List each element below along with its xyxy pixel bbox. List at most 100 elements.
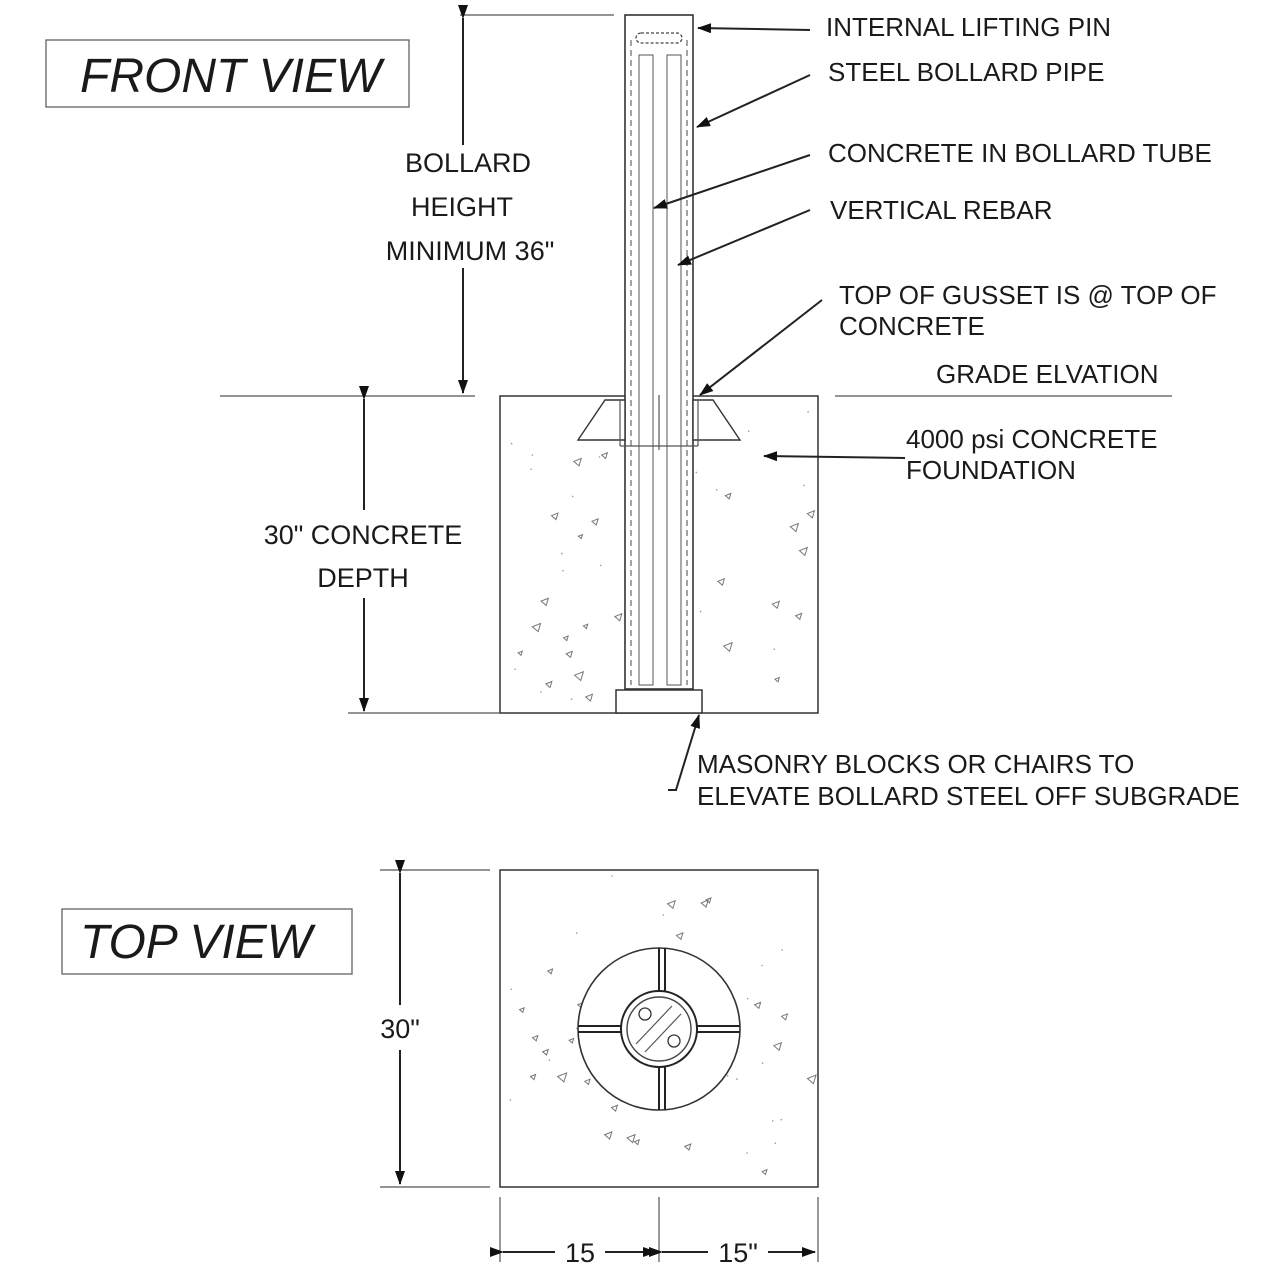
aggregate-speck	[571, 495, 574, 498]
aggregate-speck	[726, 1075, 729, 1077]
callout-bollard-pipe: STEEL BOLLARD PIPE	[828, 57, 1104, 87]
leader-masonry	[668, 714, 700, 791]
callout-vertical-rebar: VERTICAL REBAR	[830, 195, 1053, 225]
aggregate-mark	[544, 680, 553, 689]
aggregate-mark	[546, 968, 554, 975]
aggregate-speck	[530, 468, 532, 471]
aggregate-mark	[761, 1168, 768, 1176]
aggregate-mark	[675, 932, 684, 941]
bollard-height-label-3: MINIMUM 36"	[386, 236, 555, 266]
aggregate-mark	[600, 451, 609, 460]
aggregate-mark	[753, 1001, 762, 1010]
aggregate-mark	[582, 623, 589, 630]
aggregate-speck	[611, 875, 613, 877]
aggregate-speck	[747, 430, 750, 432]
aggregate-mark	[613, 612, 623, 622]
aggregate-speck	[774, 1142, 777, 1144]
aggregate-speck	[781, 949, 783, 951]
aggregate-speck	[715, 488, 718, 491]
aggregate-mark	[562, 635, 569, 642]
callout-gusset-1: TOP OF GUSSET IS @ TOP OF	[839, 280, 1217, 310]
aggregate-speck	[598, 456, 601, 458]
aggregate-mark	[565, 650, 574, 659]
top-side-dimension	[380, 860, 490, 1188]
gusset-plate	[576, 399, 742, 447]
aggregate-mark	[626, 1133, 636, 1144]
aggregate-mark	[531, 1034, 539, 1042]
aggregate-speck	[761, 1062, 764, 1064]
aggregate-mark	[610, 1104, 619, 1113]
aggregate-mark	[590, 517, 599, 526]
masonry-block	[615, 689, 703, 714]
aggregate-speck	[575, 932, 578, 934]
aggregate-mark	[556, 1072, 568, 1083]
aggregate-mark	[683, 1143, 692, 1151]
top-half-dimensions	[490, 1197, 819, 1262]
aggregate-mark	[780, 1013, 789, 1021]
aggregate-mark	[722, 641, 733, 653]
aggregate-mark	[517, 650, 524, 657]
aggregate-speck	[803, 484, 805, 487]
aggregate-speck	[695, 471, 698, 474]
aggregate-mark	[577, 533, 584, 540]
leader-gusset	[699, 299, 823, 396]
aggregate-speck	[599, 564, 602, 567]
aggregate-speck	[570, 698, 573, 700]
aggregate-mark	[573, 670, 585, 682]
aggregate-speck	[807, 410, 809, 413]
aggregate-mark	[518, 1006, 525, 1014]
concrete-depth-label-2: DEPTH	[317, 563, 409, 593]
aggregate-speck	[773, 648, 776, 650]
concrete-depth-label-1: 30" CONCRETE	[264, 520, 463, 550]
aggregate-mark	[700, 899, 709, 908]
aggregate-mark	[584, 693, 594, 702]
aggregate-speck	[746, 997, 749, 1000]
bollard-pipe-section	[620, 990, 698, 1068]
rebar-section-1	[638, 1007, 652, 1021]
aggregate-speck	[771, 1120, 774, 1122]
bollard-height-dimension	[458, 5, 614, 394]
aggregate-mark	[568, 1037, 575, 1044]
aggregate-mark	[550, 512, 559, 521]
leader-vertical-rebar	[677, 209, 811, 266]
aggregate-mark	[806, 1074, 817, 1085]
aggregate-mark	[603, 1131, 613, 1140]
callout-foundation-2: FOUNDATION	[906, 455, 1076, 485]
top-view: TOP VIEW	[61, 860, 819, 1268]
aggregate-speck	[736, 1078, 738, 1080]
aggregate-speck	[509, 1099, 512, 1101]
aggregate-mark	[724, 492, 732, 500]
aggregate-mark	[806, 509, 816, 519]
aggregate-speck	[514, 668, 516, 671]
callout-grade: GRADE ELVATION	[936, 359, 1159, 389]
aggregate-mark	[541, 1048, 550, 1056]
rebar-section-2	[667, 1034, 681, 1048]
aggregate-mark	[771, 600, 781, 610]
top-side-label: 30"	[380, 1014, 420, 1044]
aggregate-mark	[772, 1041, 783, 1052]
leader-foundation	[763, 451, 906, 462]
vertical-rebar	[638, 54, 682, 686]
callout-masonry-1: MASONRY BLOCKS OR CHAIRS TO	[697, 749, 1134, 779]
aggregate-mark	[666, 899, 676, 910]
aggregate-speck	[662, 914, 665, 916]
front-view-title-box: FRONT VIEW	[45, 39, 410, 108]
aggregate-mark	[572, 457, 583, 467]
aggregate-mark	[716, 577, 726, 587]
aggregate-mark	[529, 1073, 537, 1081]
aggregate-speck	[510, 442, 513, 445]
callout-foundation-1: 4000 psi CONCRETE	[906, 424, 1157, 454]
half-left-label: 15	[565, 1238, 595, 1268]
aggregate-mark	[633, 1138, 641, 1146]
aggregate-mark	[774, 676, 781, 683]
aggregate-mark	[583, 1078, 591, 1086]
leader-concrete-tube	[653, 154, 811, 209]
leader-bollard-pipe	[696, 74, 811, 128]
internal-lifting-pin	[635, 32, 683, 44]
front-view-title: FRONT VIEW	[80, 50, 386, 103]
aggregate-mark	[531, 622, 542, 633]
aggregate-speck	[746, 1152, 748, 1154]
top-view-title: TOP VIEW	[80, 916, 317, 969]
callout-concrete-tube: CONCRETE IN BOLLARD TUBE	[828, 138, 1212, 168]
